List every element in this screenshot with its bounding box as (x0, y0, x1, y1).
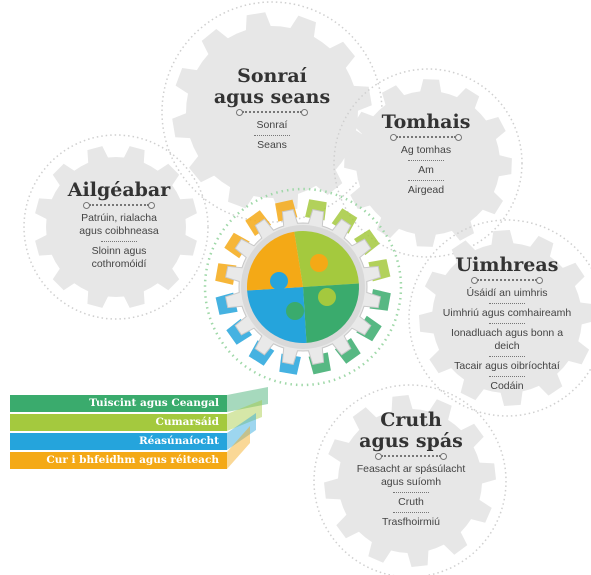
item-divider (408, 180, 444, 181)
item-uimhriu: Uimhriú agus comhaireamh (442, 307, 572, 319)
item-usaidi: Úsáidí an uimhris (466, 287, 548, 299)
puzzle-knob (310, 254, 328, 272)
process-label: Cur i bhfeidhm agus réiteach fadhbanna (46, 454, 219, 483)
title-line: Cruth (380, 409, 442, 431)
item-divider (408, 160, 444, 161)
process-label: Cumarsáid (155, 416, 219, 428)
title-line: agus spás (359, 430, 463, 452)
item-ag-tomhas: Ag tomhas (400, 144, 452, 156)
gear-ailgeabar: Ailgéabar Patrúin, rialacha agus coibhne… (54, 180, 184, 271)
gear-title-cruth: Cruth agus spás (350, 410, 472, 452)
item-patruin: Patrúin, rialacha agus coibhneasa (79, 212, 159, 237)
central-orbit (203, 187, 403, 387)
gear-orbit (333, 68, 523, 258)
process-band-tuiscint: Tuiscint agus Ceangal (10, 395, 227, 412)
item-airgead: Airgead (407, 184, 445, 196)
item-divider (489, 376, 525, 377)
process-label: Réasúnaíocht (138, 435, 219, 447)
item-sonrai-data: Sonraí (256, 119, 288, 131)
title-line: Sonraí (237, 65, 307, 87)
puzzle-piece-blue (247, 287, 307, 344)
gear-cruth: Cruth agus spás Feasacht ar spásúlacht a… (350, 410, 472, 529)
process-beam (227, 400, 262, 431)
process-band-reasunaiocht: Réasúnaíocht (10, 433, 227, 450)
item-cruth: Cruth (398, 496, 424, 508)
title-divider (375, 453, 447, 460)
gear-title-ailgeabar: Ailgéabar (54, 180, 184, 201)
gear-shape-cruth (324, 395, 496, 567)
puzzle-knob (318, 288, 336, 306)
item-divider (489, 356, 525, 357)
item-trasfhoirmiu: Trasfhoirmiú (382, 516, 440, 528)
item-ionadluach: Ionadluach agus bonn a deich (450, 327, 564, 352)
gear-title-sonrai: Sonraí agus seans (212, 66, 332, 108)
gear-title-tomhais: Tomhais (366, 112, 486, 133)
item-divider (489, 303, 525, 304)
process-band-cur-i-bhfeidhm: Cur i bhfeidhm agus réiteach fadhbanna (10, 452, 227, 483)
title-divider (236, 109, 308, 116)
item-divider (254, 135, 290, 136)
gear-orbit (23, 134, 209, 320)
gear-orbit (408, 219, 591, 417)
gear-uimhreas: Uimhreas Úsáidí an uimhris Uimhriú agus … (437, 255, 577, 393)
item-am: Am (418, 164, 434, 176)
gear-tomhais: Tomhais Ag tomhas Am Airgead (366, 112, 486, 197)
item-codain: Codáin (490, 380, 524, 392)
puzzle-piece-green (303, 283, 360, 343)
puzzle-knob (270, 272, 288, 290)
gear-shape-ailgeabar (35, 146, 197, 308)
process-beam (227, 413, 256, 450)
gear-orbit (313, 384, 507, 575)
title-line: Uimhreas (455, 254, 559, 276)
item-sloinn: Sloinn agus cothromóidí (91, 245, 147, 270)
process-beams (227, 387, 268, 469)
title-line: Tomhais (381, 111, 471, 133)
title-divider (83, 202, 155, 209)
title-line: agus seans (213, 86, 331, 108)
puzzle-piece-orange (246, 231, 303, 291)
title-line: Ailgéabar (67, 179, 171, 201)
gear-title-uimhreas: Uimhreas (437, 255, 577, 276)
process-label: Tuiscint agus Ceangal (89, 397, 219, 409)
gear-sonrai: Sonraí agus seans Sonraí Seans (212, 66, 332, 152)
item-divider (393, 512, 429, 513)
central-gear (203, 187, 403, 387)
process-band-cumarsaid: Cumarsáid (10, 414, 227, 431)
item-seans: Seans (257, 139, 287, 151)
item-divider (101, 241, 137, 242)
puzzle-knob (286, 302, 304, 320)
gear-shape-uimhreas (419, 230, 591, 406)
item-feasacht: Feasacht ar spásúlacht agus suíomh (356, 463, 466, 488)
process-beam (227, 426, 250, 469)
item-tacair: Tacair agus oibríochtaí (454, 360, 560, 372)
item-divider (393, 492, 429, 493)
title-divider (471, 277, 543, 284)
strand-gears (23, 1, 591, 575)
item-divider (489, 323, 525, 324)
gear-shape-tomhais (344, 79, 512, 247)
process-beam (227, 387, 268, 412)
title-divider (390, 134, 462, 141)
